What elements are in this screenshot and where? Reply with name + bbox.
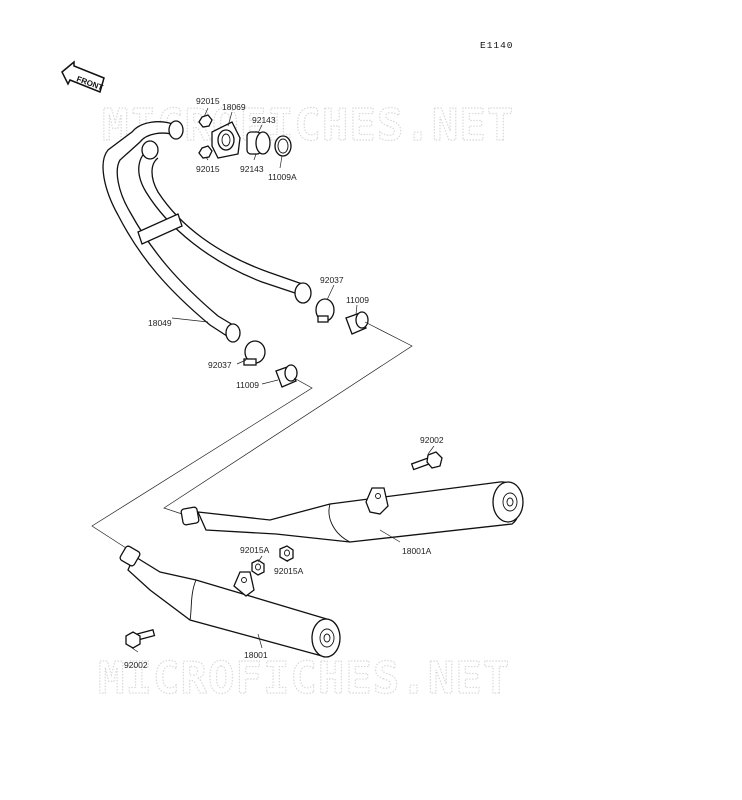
diagram-code: E1140 [480, 40, 514, 51]
label-92015-bottom: 92015 [196, 164, 220, 174]
watermark-bottom: MICROFICHES.NET [98, 653, 510, 704]
label-92037-left: 92037 [208, 360, 232, 370]
label-92002-top: 92002 [420, 435, 444, 445]
muffler-18001A [180, 481, 524, 543]
label-92143-bottom: 92143 [240, 164, 264, 174]
assembly-line-right [163, 321, 413, 515]
gasket-11009A [274, 135, 292, 157]
label-18001: 18001 [244, 650, 268, 660]
label-11009-left: 11009 [236, 380, 259, 390]
label-11009-right: 11009 [346, 295, 369, 305]
muffler-18001 [119, 545, 341, 658]
nut-92015-bottom [198, 145, 213, 159]
nut-92015A-right [279, 545, 294, 562]
label-18069: 18069 [222, 102, 246, 112]
nut-92015A-left [251, 559, 265, 576]
label-18049: 18049 [148, 318, 172, 328]
header-pipes-18049 [102, 120, 312, 343]
gasket-11009-left [275, 364, 298, 388]
front-arrow-icon: FRONT [61, 60, 105, 94]
gasket-11009-right [345, 311, 369, 335]
collar-92143 [246, 131, 271, 155]
label-18001A: 18001A [402, 546, 432, 556]
bolt-92002-top [410, 451, 443, 471]
flange-18069 [211, 121, 241, 159]
nut-92015-top [198, 114, 213, 128]
label-92015A-left: 92015A [240, 545, 270, 555]
label-92015-top: 92015 [196, 96, 220, 106]
assembly-line-left [91, 377, 313, 549]
clamp-92037-left [243, 340, 266, 366]
clamp-92037-right [315, 298, 335, 323]
label-11009A: 11009A [268, 172, 297, 182]
label-92037-right: 92037 [320, 275, 344, 285]
label-92002-bottom: 92002 [124, 660, 148, 670]
label-92143-top: 92143 [252, 115, 276, 125]
label-92015A-right: 92015A [274, 566, 304, 576]
bolt-92002-bottom [125, 628, 156, 649]
